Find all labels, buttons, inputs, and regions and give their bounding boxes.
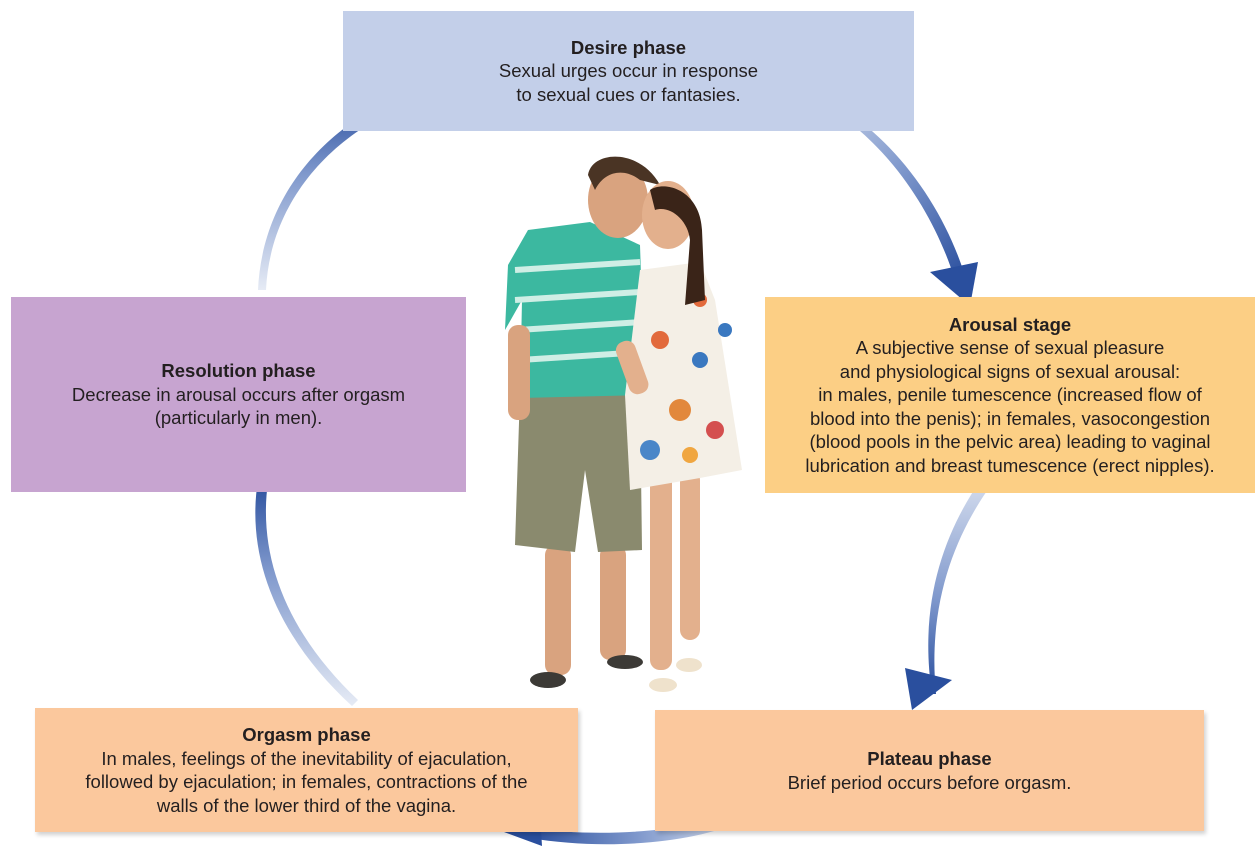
plateau-phase-title: Plateau phase [867, 748, 992, 769]
couple-photo [505, 156, 742, 692]
orgasm-phase-box: Orgasm phase In males, feelings of the i… [35, 708, 578, 832]
arousal-stage-line: and physiological signs of sexual arousa… [839, 360, 1181, 382]
plateau-phase-line: Brief period occurs before orgasm. [787, 771, 1072, 793]
desire-phase-line: Sexual urges occur in response [498, 60, 759, 82]
resolution-phase-box: Resolution phase Decrease in arousal occ… [11, 297, 466, 492]
arousal-stage-box: Arousal stage A subjective sense of sexu… [765, 297, 1255, 493]
orgasm-phase-line: In males, feelings of the inevitability … [101, 747, 512, 769]
arousal-stage-line: blood into the penis); in females, vasoc… [809, 407, 1211, 429]
arousal-stage-line: (blood pools in the pelvic area) leading… [809, 431, 1211, 453]
arrow-desire-to-arousal [780, 80, 978, 306]
desire-phase-title: Desire phase [570, 36, 687, 58]
arousal-stage-title: Arousal stage [948, 313, 1072, 335]
resolution-phase-line: Decrease in arousal occurs after orgasm [71, 383, 406, 405]
orgasm-phase-title: Orgasm phase [242, 724, 371, 745]
arousal-stage-line: lubrication and breast tumescence (erect… [805, 454, 1215, 476]
arousal-stage-line: A subjective sense of sexual pleasure [855, 337, 1165, 359]
arrow-arousal-to-plateau [905, 456, 1009, 710]
desire-phase-line: to sexual cues or fantasies. [516, 83, 741, 105]
resolution-phase-line: (particularly in men). [154, 407, 323, 429]
plateau-phase-box: Plateau phase Brief period occurs before… [655, 710, 1204, 831]
resolution-phase-title: Resolution phase [161, 360, 316, 382]
desire-phase-box: Desire phase Sexual urges occur in respo… [343, 11, 914, 131]
orgasm-phase-line: walls of the lower third of the vagina. [156, 794, 457, 816]
arousal-stage-line: in males, penile tumescence (increased f… [818, 384, 1202, 406]
orgasm-phase-line: followed by ejaculation; in females, con… [85, 771, 528, 792]
